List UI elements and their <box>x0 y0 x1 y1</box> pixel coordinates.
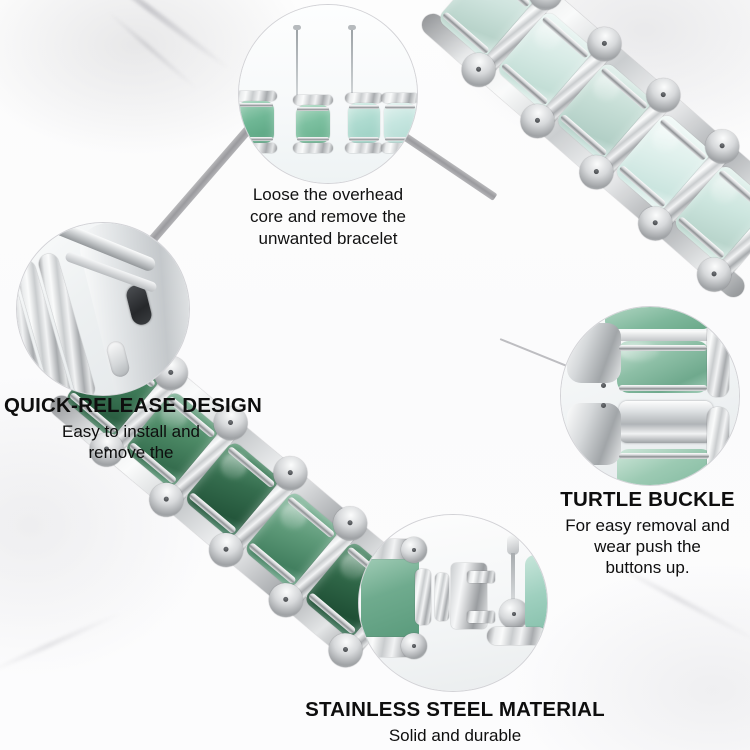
turtle-buckle-line-3: buttons up. <box>605 558 690 577</box>
turtle-buckle-text-block: TURTLE BUCKLE For easy removal and wear … <box>545 488 750 578</box>
loose-core-line-1: Loose the overhead <box>252 185 404 204</box>
callout-circle-turtle-buckle <box>560 306 740 486</box>
stainless-steel-photo <box>359 515 547 691</box>
stainless-steel-caption: Solid and durable <box>275 725 635 746</box>
callout-circle-quick-release <box>16 222 190 396</box>
loose-core-line-3: unwanted bracelet <box>258 229 398 248</box>
stainless-steel-text-block: STAINLESS STEEL MATERIAL Solid and durab… <box>275 698 635 746</box>
loose-core-photo <box>239 5 417 183</box>
callout-circle-stainless-steel <box>358 514 548 692</box>
turtle-buckle-photo <box>561 307 739 485</box>
loose-core-caption: Loose the overhead core and remove the u… <box>238 184 418 250</box>
quick-release-photo <box>17 223 189 395</box>
stainless-steel-line-1: Solid and durable <box>388 726 522 745</box>
turtle-buckle-line-2: wear push the <box>594 537 701 556</box>
turtle-buckle-line-1: For easy removal and <box>565 516 730 535</box>
loose-core-line-2: core and remove the <box>250 207 406 226</box>
turtle-buckle-caption: For easy removal and wear push the butto… <box>545 515 750 578</box>
callout-circle-loose-core <box>238 4 418 184</box>
quick-release-line-1: Easy to install and <box>62 422 200 441</box>
quick-release-title: QUICK-RELEASE DESIGN <box>4 394 262 417</box>
turtle-buckle-title: TURTLE BUCKLE <box>560 488 735 511</box>
quick-release-caption: Easy to install and remove the <box>0 421 262 463</box>
stainless-steel-title: STAINLESS STEEL MATERIAL <box>305 698 605 721</box>
quick-release-line-2: remove the <box>88 443 174 462</box>
quick-release-text-block: QUICK-RELEASE DESIGN Easy to install and… <box>0 394 262 463</box>
